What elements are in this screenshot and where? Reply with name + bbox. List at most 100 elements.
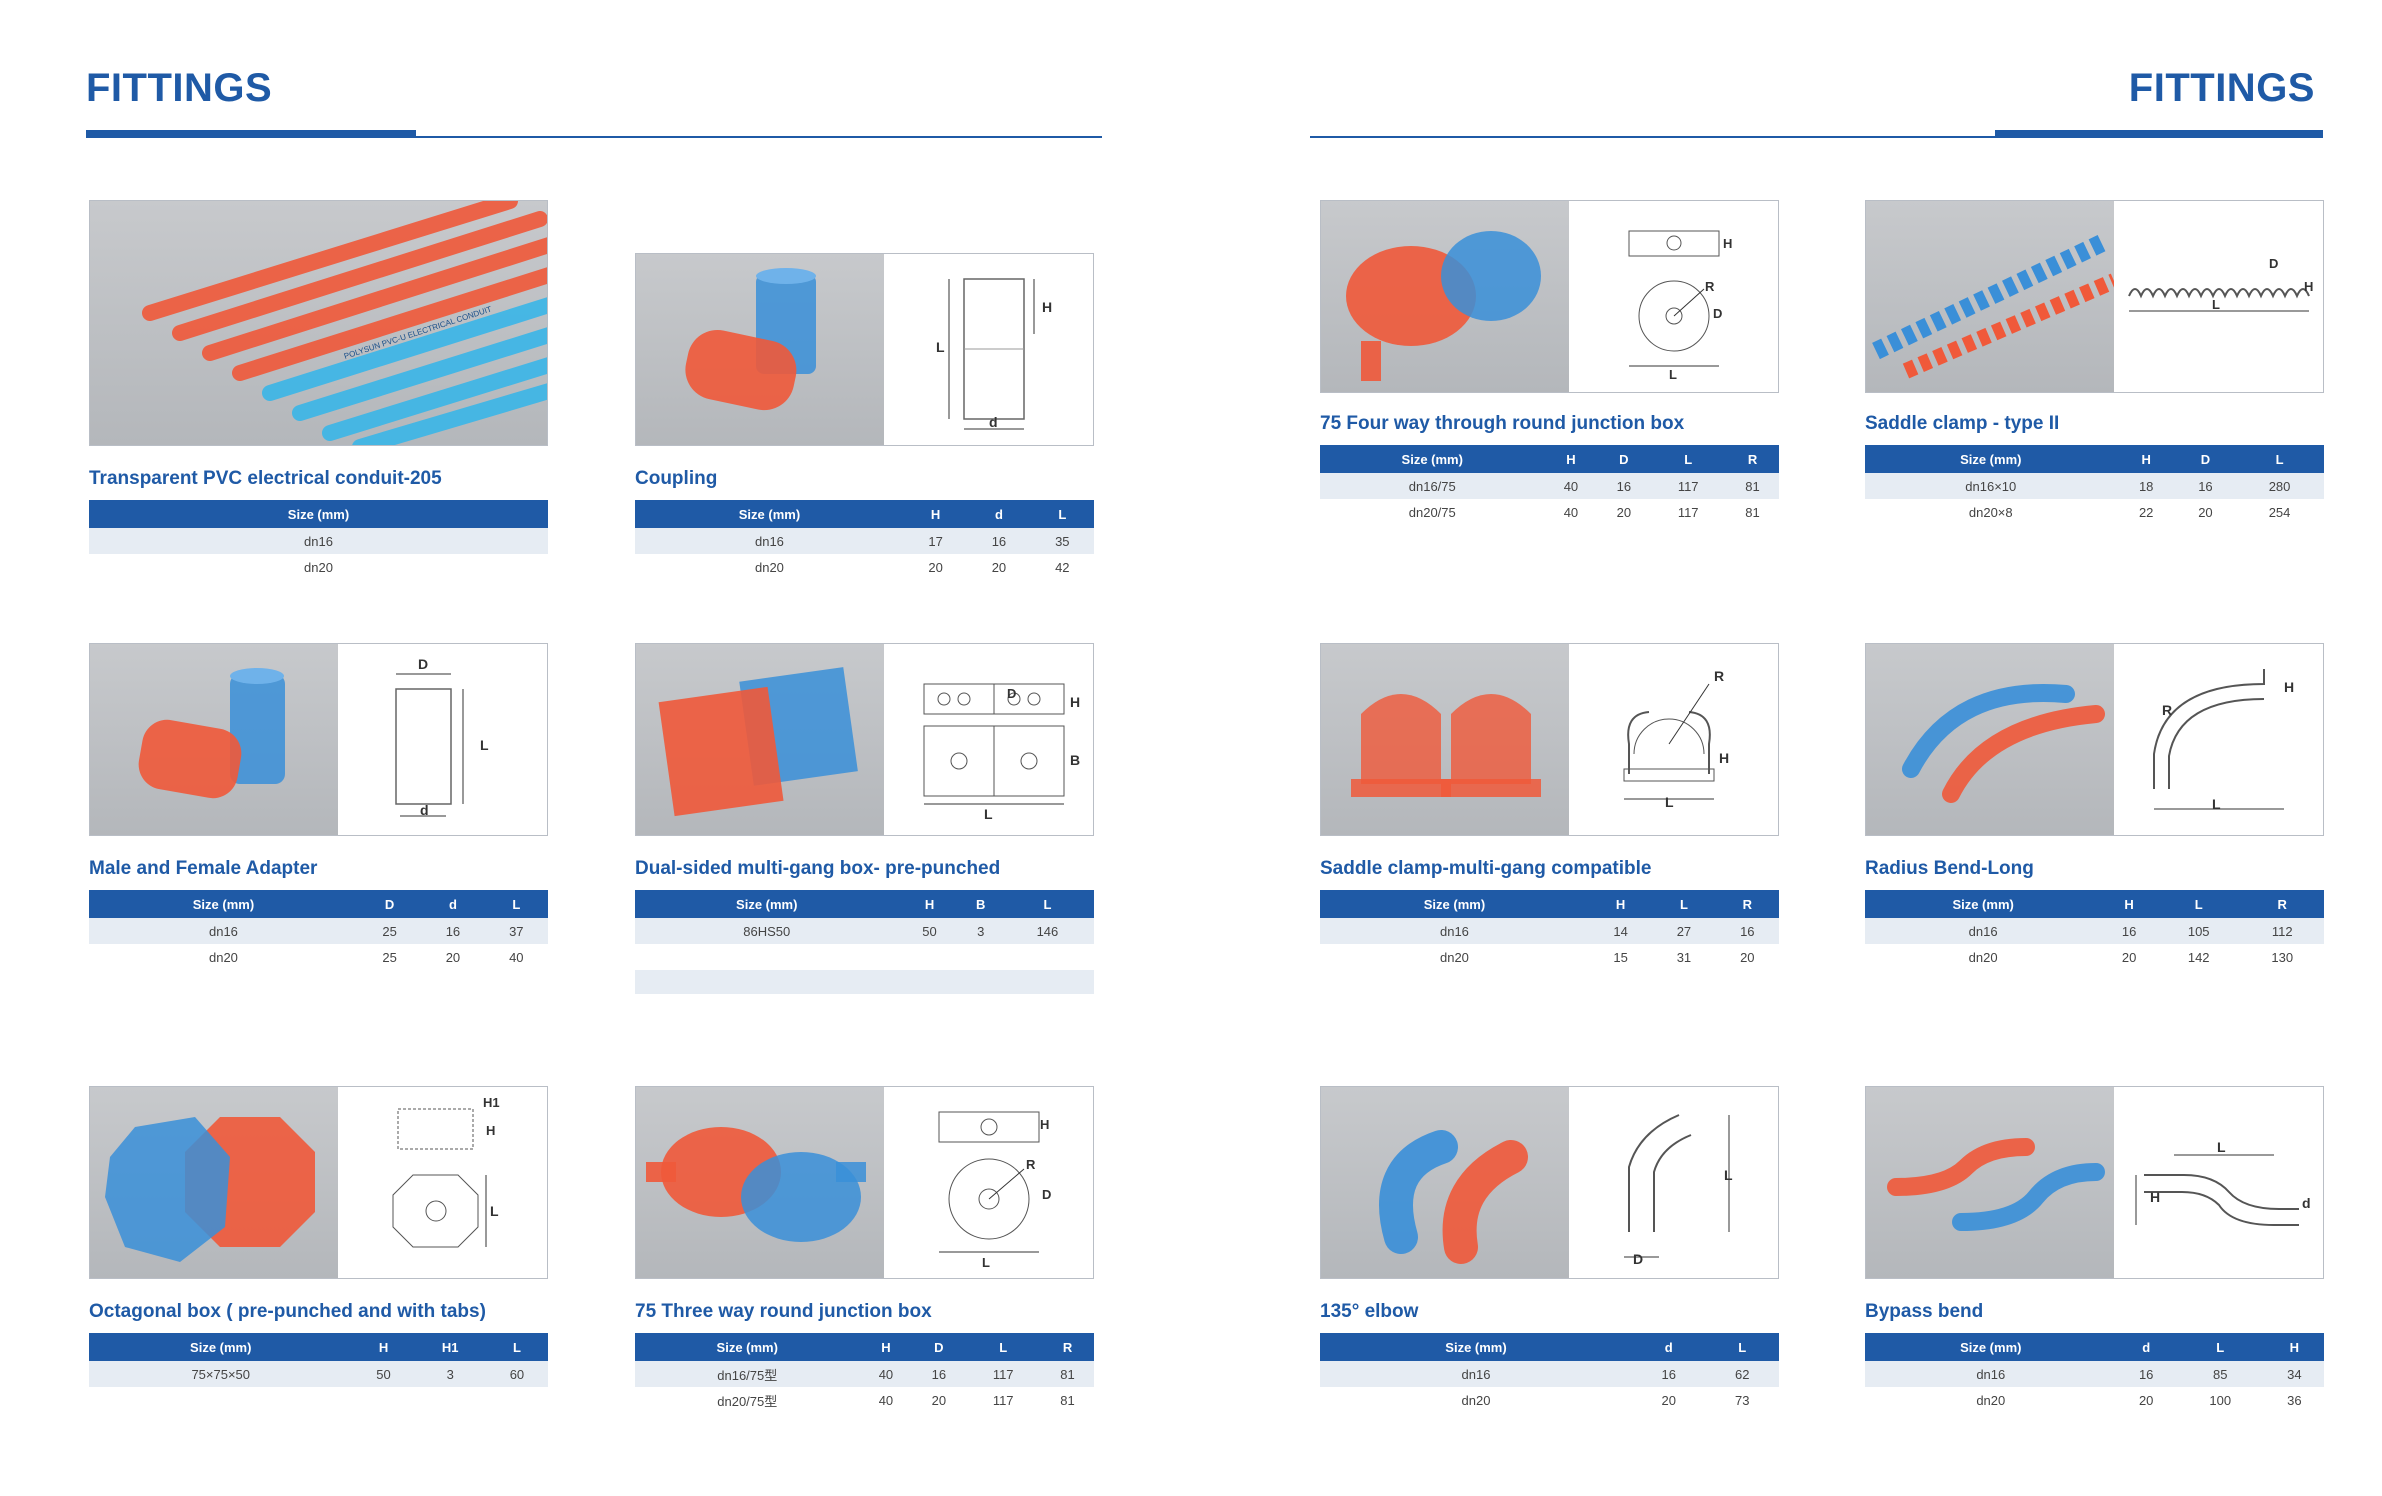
col-size: Size (mm) (1865, 1333, 2117, 1361)
dim-label-L: L (984, 806, 993, 822)
dim-label-L: L (490, 1203, 499, 1219)
dim-label-H: H (1042, 299, 1053, 315)
cell: 81 (1726, 473, 1779, 499)
dim-label-R: R (1705, 279, 1715, 294)
saddle-clamp-ii-figure: D H L (1865, 200, 2324, 393)
col-L: L (2156, 890, 2241, 918)
dim-label-L: L (480, 737, 489, 753)
col-size: Size (mm) (89, 1333, 353, 1361)
col-H1: H1 (414, 1333, 486, 1361)
dim-label-d: d (420, 802, 429, 818)
cell: 20 (421, 944, 485, 970)
col-L: L (2235, 445, 2324, 473)
octagonal-box-diagram: H1 H L (338, 1087, 547, 1278)
four-way-box-figure: H R D L (1320, 200, 1779, 393)
product-title: Bypass bend (1865, 1301, 1984, 1322)
conduit-photo: POLYSUN PVC-U ELECTRICAL CONDUIT (90, 201, 547, 445)
cell: 86HS50 (635, 918, 899, 944)
gang-box-diagram: D H B L (884, 644, 1093, 835)
cell: 130 (2240, 944, 2324, 970)
right-page-title: FITTINGS (2128, 66, 2315, 110)
col-d: d (2116, 1333, 2176, 1361)
col-l: L (1030, 500, 1094, 528)
dim-label-H: H (2304, 279, 2314, 294)
cell: dn20 (1320, 1387, 1632, 1413)
cell: dn20 (635, 554, 904, 580)
product-title: Radius Bend-Long (1865, 858, 2034, 879)
three-way-box-figure: H R D L (635, 1086, 1094, 1279)
bypass-bend-diagram: L H d (2114, 1087, 2323, 1278)
cell: 16 (2116, 1361, 2176, 1387)
product-title: Saddle clamp-multi-gang compatible (1320, 858, 1652, 879)
col-L: L (485, 1333, 548, 1361)
cell: dn20 (1320, 944, 1589, 970)
cell: dn16/75型 (635, 1361, 860, 1387)
cell: 117 (965, 1361, 1042, 1387)
gang-box-photo (636, 644, 884, 835)
col-L: L (1705, 1333, 1779, 1361)
cell: 17 (903, 528, 968, 554)
cell: 20 (2116, 1387, 2176, 1413)
left-header-rule (86, 136, 1102, 138)
dim-label-H: H (1723, 236, 1733, 251)
cell: 105 (2156, 918, 2241, 944)
product-title: 75 Three way round junction box (635, 1301, 932, 1322)
saddle-clamp-multi-figure: R H L (1320, 643, 1779, 836)
cell: 20 (1597, 499, 1651, 525)
col-H: H (1544, 445, 1598, 473)
col-L: L (1652, 890, 1716, 918)
cell: dn16×10 (1865, 473, 2117, 499)
product-title: Male and Female Adapter (89, 858, 318, 879)
cell: 16 (421, 918, 485, 944)
cell: dn16 (1865, 1361, 2117, 1387)
cell: 20 (2175, 499, 2236, 525)
cell: 112 (2240, 918, 2324, 944)
cell: 20 (967, 554, 1031, 580)
cell: 34 (2264, 1361, 2324, 1387)
cell: 25 (357, 944, 422, 970)
cell: 35 (1030, 528, 1094, 554)
adapter-figure: D L d (89, 643, 548, 836)
dim-label-R: R (1026, 1157, 1036, 1172)
cell: 40 (859, 1361, 913, 1387)
cell: dn16/75 (1320, 473, 1545, 499)
cell: 75×75×50 (89, 1361, 353, 1387)
dim-label-L: L (1669, 367, 1677, 382)
product-title: Coupling (635, 468, 718, 489)
dim-label-D: D (1007, 686, 1017, 701)
cell: 40 (859, 1387, 913, 1413)
cell: 16 (1597, 473, 1651, 499)
col-R: R (1041, 1333, 1094, 1361)
col-H: H (1588, 890, 1653, 918)
col-D: D (357, 890, 422, 918)
adapter-photo (90, 644, 338, 835)
left-title-underline-accent (86, 130, 416, 136)
cell: 22 (2116, 499, 2176, 525)
col-size: Size (mm) (635, 890, 899, 918)
dim-label-H: H (1070, 694, 1081, 710)
col-L: L (2175, 1333, 2265, 1361)
col-d: d (967, 500, 1031, 528)
col-H: H (2264, 1333, 2324, 1361)
dim-label-H1: H1 (483, 1095, 500, 1110)
radius-bend-diagram: H R L (2114, 644, 2323, 835)
dim-label-L: L (1724, 1167, 1733, 1183)
cell: 85 (2175, 1361, 2265, 1387)
dim-label-D: D (1713, 306, 1723, 321)
dim-label-D: D (2269, 256, 2279, 271)
product-title: Transparent PVC electrical conduit-205 (89, 468, 442, 489)
cell: 16 (2175, 473, 2236, 499)
cell: 16 (912, 1361, 966, 1387)
